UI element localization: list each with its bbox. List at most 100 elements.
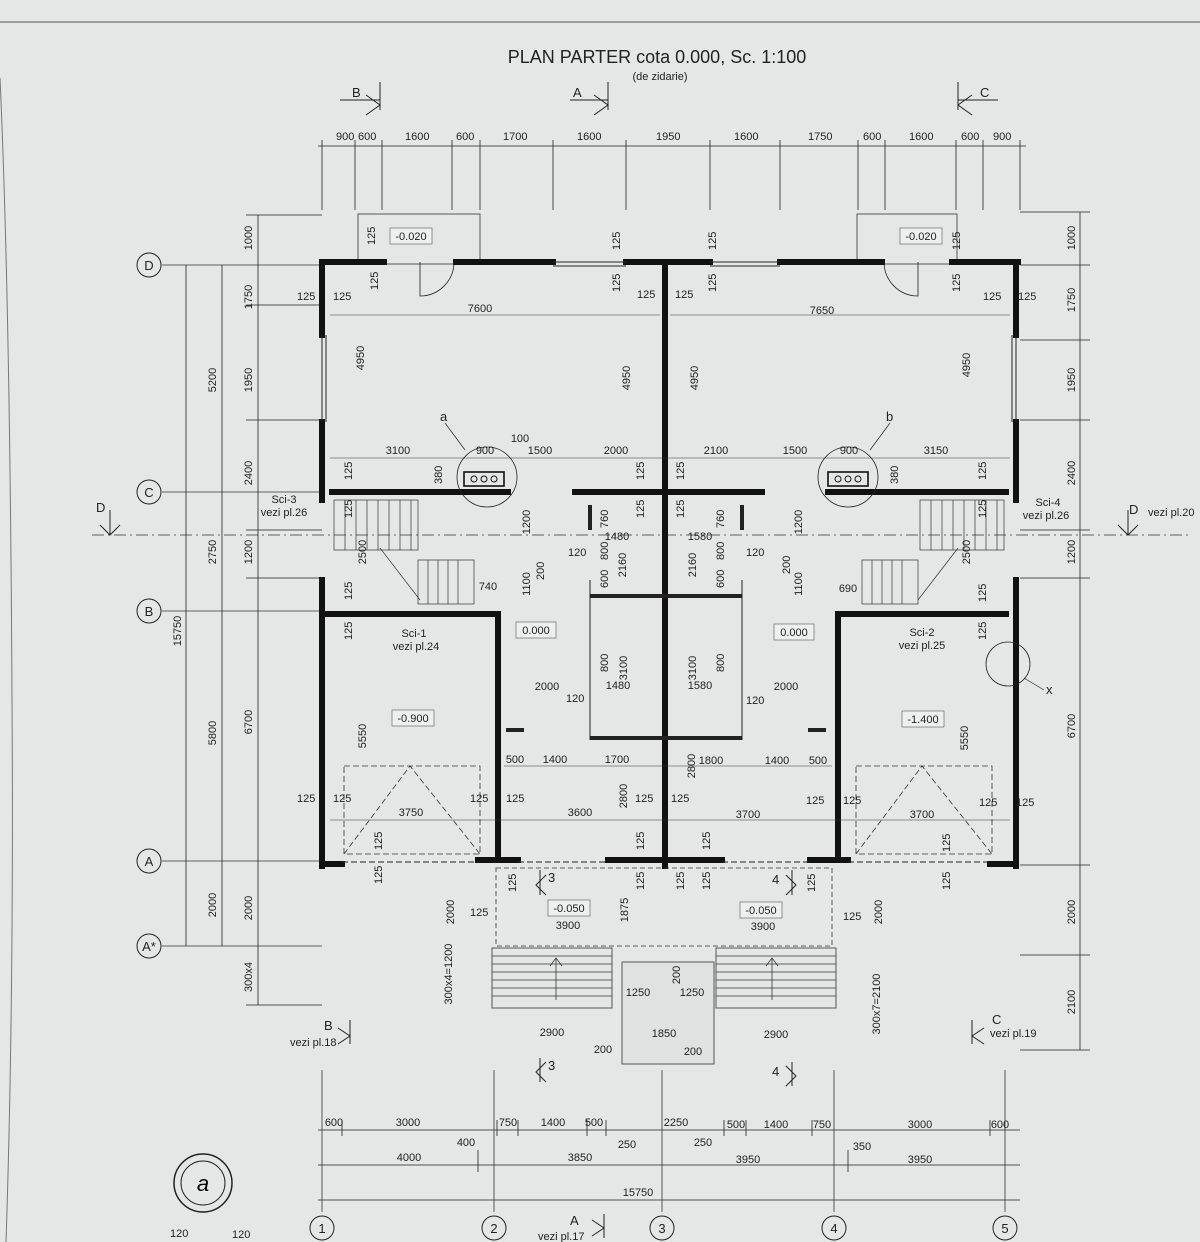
svg-text:350: 350 bbox=[853, 1141, 871, 1153]
svg-text:B: B bbox=[352, 85, 361, 100]
section-marker-a-top: A bbox=[570, 82, 609, 116]
right-dimension-labels: 1000 1750 1950 2400 1200 6700 2000 2100 bbox=[1066, 226, 1078, 1014]
svg-text:125: 125 bbox=[941, 872, 953, 890]
detail-marker-x: x bbox=[985, 641, 1053, 697]
svg-text:750: 750 bbox=[499, 1117, 517, 1129]
section-marker-c-top: C bbox=[957, 82, 998, 116]
svg-text:vezi pl.18: vezi pl.18 bbox=[290, 1037, 336, 1049]
svg-text:0.000: 0.000 bbox=[522, 625, 550, 637]
level-tags: 0.000 0.000 -0.900 -1.400 -0.050 -0.050 bbox=[391, 621, 945, 919]
svg-text:125: 125 bbox=[675, 289, 693, 301]
svg-text:125: 125 bbox=[635, 500, 647, 518]
svg-text:2100: 2100 bbox=[704, 445, 728, 457]
svg-text:1400: 1400 bbox=[764, 1119, 788, 1131]
svg-text:1200: 1200 bbox=[793, 510, 805, 534]
svg-text:125: 125 bbox=[297, 793, 315, 805]
section-marker-a-bottom: A vezi pl.17 bbox=[538, 1213, 605, 1242]
svg-text:-0.050: -0.050 bbox=[745, 905, 776, 917]
svg-text:4000: 4000 bbox=[397, 1152, 421, 1164]
svg-text:100: 100 bbox=[511, 433, 529, 445]
svg-text:2000: 2000 bbox=[604, 445, 628, 457]
corner-dim-left: 120 bbox=[170, 1228, 188, 1240]
svg-text:300x4: 300x4 bbox=[243, 962, 255, 992]
svg-text:3600: 3600 bbox=[568, 807, 592, 819]
bottom-dimension-labels: 600 3000 750 1400 500 2250 500 1400 750 … bbox=[325, 1117, 1009, 1199]
svg-text:1: 1 bbox=[318, 1221, 325, 1236]
svg-text:2500: 2500 bbox=[357, 540, 369, 564]
svg-text:C: C bbox=[992, 1012, 1001, 1027]
svg-text:125: 125 bbox=[366, 227, 378, 245]
svg-text:3: 3 bbox=[548, 870, 555, 885]
svg-text:800: 800 bbox=[599, 542, 611, 560]
svg-text:1480: 1480 bbox=[605, 531, 629, 543]
svg-text:4950: 4950 bbox=[355, 346, 367, 370]
svg-text:125: 125 bbox=[635, 793, 653, 805]
svg-text:4: 4 bbox=[830, 1221, 837, 1236]
svg-text:250: 250 bbox=[618, 1139, 636, 1151]
svg-text:750: 750 bbox=[813, 1119, 831, 1131]
svg-text:3100: 3100 bbox=[618, 656, 630, 680]
svg-text:1200: 1200 bbox=[1066, 540, 1078, 564]
svg-text:1850: 1850 bbox=[652, 1028, 676, 1040]
svg-text:Sci-1: Sci-1 bbox=[401, 628, 426, 640]
svg-text:900: 900 bbox=[336, 131, 354, 143]
svg-text:2160: 2160 bbox=[687, 553, 699, 577]
svg-text:800: 800 bbox=[715, 654, 727, 672]
svg-text:7650: 7650 bbox=[810, 305, 834, 317]
svg-text:-0.900: -0.900 bbox=[397, 713, 428, 725]
svg-text:vezi pl.17: vezi pl.17 bbox=[538, 1231, 584, 1242]
svg-text:Sci-4: Sci-4 bbox=[1035, 497, 1060, 509]
svg-text:15750: 15750 bbox=[172, 616, 184, 647]
svg-text:600: 600 bbox=[715, 570, 727, 588]
svg-text:1600: 1600 bbox=[909, 131, 933, 143]
corner-dim-right: 120 bbox=[232, 1229, 250, 1241]
level-tags-top: -0.020 -0.020 bbox=[389, 227, 943, 245]
interior-dimensions: 7600 7650 4950 4950 4950 4950 3100 900 1… bbox=[330, 303, 1010, 933]
svg-text:600: 600 bbox=[456, 131, 474, 143]
chimney-b: b bbox=[817, 409, 893, 508]
bottom-dimension-chains bbox=[318, 1120, 1020, 1201]
svg-text:15750: 15750 bbox=[623, 1187, 654, 1199]
svg-text:1700: 1700 bbox=[503, 131, 527, 143]
svg-text:120: 120 bbox=[746, 547, 764, 559]
svg-text:2400: 2400 bbox=[243, 461, 255, 485]
section-marker-labels: 3 3 4 4 bbox=[548, 870, 779, 1079]
section-marker-c-bottom: C vezi pl.19 bbox=[971, 1012, 1036, 1045]
svg-text:1500: 1500 bbox=[528, 445, 552, 457]
svg-text:125: 125 bbox=[671, 793, 689, 805]
svg-text:4: 4 bbox=[772, 872, 779, 887]
svg-text:D: D bbox=[96, 500, 105, 515]
svg-text:1100: 1100 bbox=[793, 572, 805, 596]
svg-text:4950: 4950 bbox=[689, 366, 701, 390]
svg-text:x: x bbox=[1046, 682, 1053, 697]
svg-text:3850: 3850 bbox=[568, 1152, 592, 1164]
svg-text:250: 250 bbox=[694, 1137, 712, 1149]
svg-text:3900: 3900 bbox=[751, 921, 775, 933]
svg-text:125: 125 bbox=[675, 500, 687, 518]
svg-text:200: 200 bbox=[535, 562, 547, 580]
svg-text:1250: 1250 bbox=[680, 987, 704, 999]
svg-text:125: 125 bbox=[333, 291, 351, 303]
svg-text:900: 900 bbox=[476, 445, 494, 457]
svg-text:125: 125 bbox=[333, 793, 351, 805]
svg-text:125: 125 bbox=[343, 462, 355, 480]
svg-text:3000: 3000 bbox=[908, 1119, 932, 1131]
svg-text:500: 500 bbox=[585, 1117, 603, 1129]
svg-text:3150: 3150 bbox=[924, 445, 948, 457]
load-bearing-walls bbox=[319, 259, 1021, 869]
svg-text:120: 120 bbox=[746, 695, 764, 707]
svg-text:vezi pl.26: vezi pl.26 bbox=[1023, 510, 1069, 522]
svg-text:2400: 2400 bbox=[1066, 461, 1078, 485]
svg-text:1580: 1580 bbox=[688, 531, 712, 543]
svg-text:0.000: 0.000 bbox=[780, 627, 808, 639]
svg-text:B: B bbox=[324, 1018, 333, 1033]
svg-text:3100: 3100 bbox=[687, 656, 699, 680]
grid-column-bubbles: 1 2 3 4 5 bbox=[309, 1215, 1018, 1241]
svg-text:C: C bbox=[980, 85, 989, 100]
svg-text:1750: 1750 bbox=[808, 131, 832, 143]
svg-text:-0.050: -0.050 bbox=[553, 903, 584, 915]
svg-text:2800: 2800 bbox=[618, 784, 630, 808]
svg-text:2000: 2000 bbox=[535, 681, 559, 693]
svg-text:A*: A* bbox=[142, 939, 156, 954]
